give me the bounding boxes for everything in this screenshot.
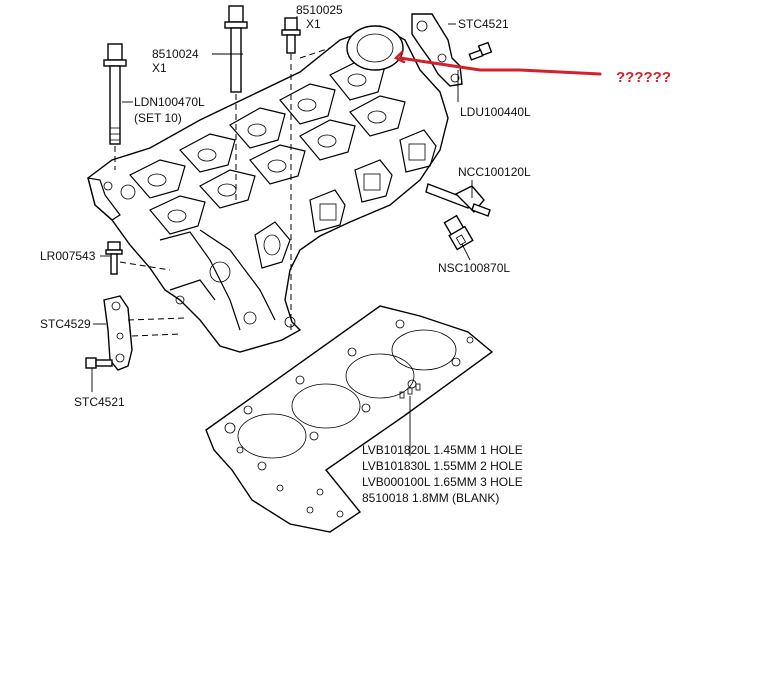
bore-2 (291, 383, 361, 429)
bore-1 (237, 413, 307, 459)
bolt-stc4521-top (468, 41, 493, 61)
label-ldn100470l: LDN100470L (134, 95, 205, 109)
red-arrow-head (393, 50, 406, 64)
label-ldn100470l-set: (SET 10) (134, 111, 182, 125)
port-flanges (309, 129, 437, 233)
label-gasket-4: 8510018 1.8MM (BLANK) (362, 491, 499, 505)
red-annotation-arrow (398, 56, 602, 76)
head-bolt-ldn100470l (103, 43, 127, 145)
label-8510024-qty: X1 (152, 61, 167, 75)
label-nsc100870l: NSC100870L (438, 261, 510, 275)
glow-plug-ncc100120l (425, 183, 491, 217)
label-stc4529: STC4529 (40, 317, 91, 331)
label-question-marks: ?????? (616, 69, 671, 86)
bracket-ldu100440l (411, 13, 463, 87)
bolt-lr007543 (105, 241, 123, 275)
label-gasket-2: LVB101830L 1.55MM 2 HOLE (362, 459, 523, 473)
label-stc4521-bottom: STC4521 (74, 395, 125, 409)
label-8510024: 8510024 (152, 47, 199, 61)
label-ldu100440l: LDU100440L (460, 105, 531, 119)
cam-seal-housing (346, 25, 404, 71)
label-ncc100120l: NCC100120L (458, 165, 531, 179)
bore-4 (391, 329, 457, 371)
label-8510025: 8510025 (296, 3, 343, 17)
label-gasket-1: LVB101820L 1.45MM 1 HOLE (362, 443, 523, 457)
label-8510025-qty: X1 (306, 17, 321, 31)
leader-lines (91, 16, 473, 456)
bore-3 (345, 353, 415, 399)
label-gasket-3: LVB000100L 1.65MM 3 HOLE (362, 475, 523, 489)
cylinder-head (87, 25, 449, 353)
head-bolt-8510024 (224, 5, 248, 93)
bracket-stc4529 (103, 295, 133, 371)
label-stc4521-top: STC4521 (458, 17, 509, 31)
camshaft-towers (129, 59, 406, 235)
bolt-8510025 (281, 17, 301, 54)
bolt-stc4521-bottom (85, 357, 113, 369)
head-gasket (205, 305, 494, 533)
temp-sensor-nsc100870l (443, 214, 474, 251)
label-lr007543: LR007543 (40, 249, 96, 263)
